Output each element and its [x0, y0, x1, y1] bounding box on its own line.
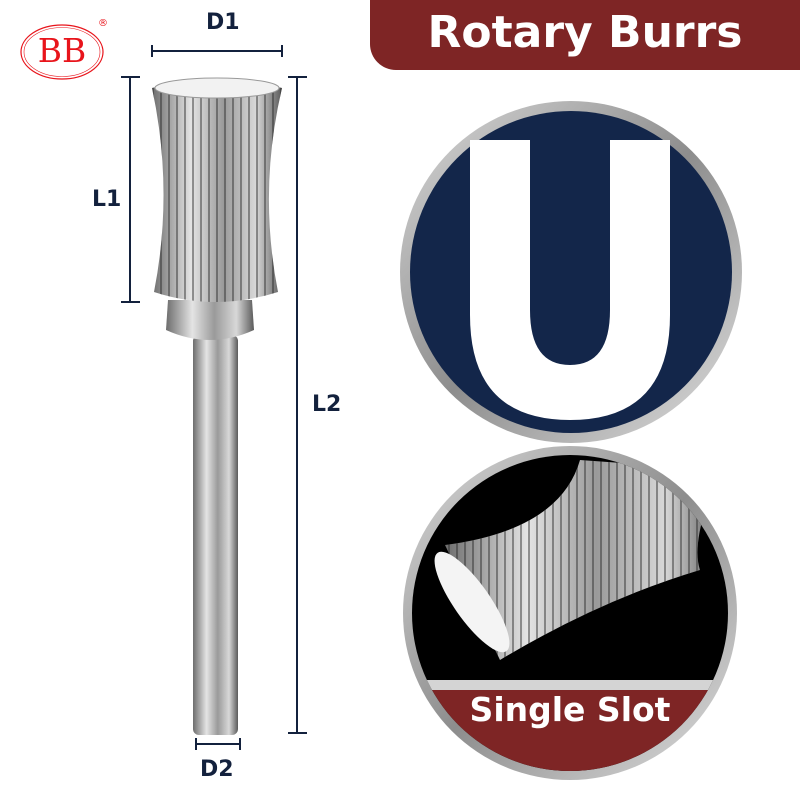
- logo-text: BB: [37, 31, 87, 70]
- dimension-lines: [121, 45, 307, 750]
- brand-logo: BB: [19, 22, 105, 82]
- shape-letter-u: U: [430, 110, 670, 420]
- svg-text:U: U: [430, 110, 431, 111]
- label-l2: L2: [312, 392, 342, 417]
- cut-type-label: Single Slot: [469, 690, 671, 729]
- label-d1: D1: [206, 10, 240, 35]
- burr-tool: [152, 77, 282, 735]
- label-d2: D2: [200, 757, 234, 782]
- page-title: Rotary Burrs: [427, 7, 743, 58]
- label-l1: L1: [92, 187, 122, 212]
- registered-mark: ®: [98, 18, 108, 29]
- title-banner: Rotary Burrs: [370, 0, 800, 70]
